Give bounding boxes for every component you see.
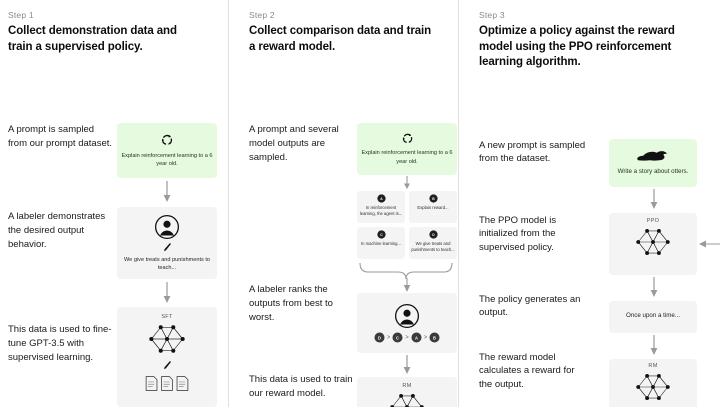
rank-separator: >: [386, 334, 391, 341]
step-1-sft-box[interactable]: SFT: [117, 307, 217, 407]
step-1-labeler-text: We give treats and punishments to teach.…: [123, 256, 211, 272]
step-3-caption-4: The reward model calculates a reward for…: [479, 351, 575, 391]
rank-badge-3: A: [411, 332, 422, 343]
output-card-d-text: We give treats and punishments to teach.…: [411, 241, 455, 252]
badge-a-letter: A: [380, 197, 383, 201]
step-1-sft-label: SFT: [161, 314, 173, 321]
step-1-prompt-box[interactable]: Explain reinforcement learning to a 6 ye…: [117, 123, 217, 179]
output-card-c[interactable]: C In machine learning...: [357, 227, 405, 260]
output-card-b[interactable]: B Explain reward...: [409, 191, 457, 224]
badge-b-letter: B: [432, 197, 435, 201]
step-3-rm-label: RM: [648, 362, 658, 369]
step-3-column: Step 3 Optimize a policy against the rew…: [458, 0, 720, 407]
step-1-title: Collect demonstration data and train a s…: [8, 25, 177, 53]
step-2-caption-2: A labeler ranks the outputs from best to…: [249, 284, 333, 323]
output-card-b-text: Explain reward...: [417, 205, 449, 211]
step-3-output-text: Once upon a time...: [626, 312, 680, 320]
rank-badge-3-letter: A: [415, 335, 418, 340]
step-2-label: Step 2: [249, 10, 275, 20]
rank-badge-1: D: [374, 332, 385, 343]
neural-network-icon: [145, 321, 189, 357]
neural-network-icon: [632, 225, 674, 259]
step-3-arrow-3: [649, 334, 659, 357]
otter-icon: [635, 149, 671, 164]
badge-c-icon: C: [376, 230, 386, 239]
rank-badge-2: C: [392, 332, 403, 343]
pencil-icon: [162, 360, 172, 371]
step-2-title: Collect comparison data and train a rewa…: [249, 25, 432, 53]
step-2-rm-label: RM: [402, 383, 412, 390]
neural-network-icon: [632, 370, 674, 404]
step-2-labeler-ranking-box[interactable]: D > C > A >: [357, 293, 457, 354]
output-card-d[interactable]: D We give treats and punishments to teac…: [409, 227, 457, 260]
badge-b-icon: B: [428, 194, 438, 203]
step-2-prompt-text: Explain reinforcement learning to a 6 ye…: [361, 150, 453, 165]
output-card-c-text: In machine learning...: [360, 241, 402, 247]
recycle-icon: [160, 133, 174, 147]
step-2-arrow-2: [402, 355, 412, 375]
documents-icon: [144, 375, 190, 392]
rank-badge-1-letter: D: [378, 335, 381, 340]
step-3-reward-model-box[interactable]: RM: [609, 358, 697, 407]
badge-a-icon: A: [376, 194, 386, 203]
rank-badge-4-letter: B: [433, 335, 436, 340]
step-1-arrow-2: [162, 282, 172, 305]
step-3-ppo-box[interactable]: PPO: [609, 212, 697, 275]
step-2-reward-model-box[interactable]: RM: [357, 377, 457, 407]
rank-separator: >: [423, 334, 428, 341]
step-3-output-box[interactable]: Once upon a time...: [609, 300, 697, 333]
labeler-person-icon: [154, 214, 180, 240]
step-2-caption-1: A prompt and several model outputs are s…: [249, 124, 339, 163]
step-1-arrow-1: [162, 181, 172, 204]
rank-badge-4: B: [429, 332, 440, 343]
step-3-caption-1: A new prompt is sampled from the dataset…: [479, 139, 586, 165]
badge-d-icon: D: [428, 230, 438, 239]
step-2-output-cards: A In reinforcement learning, the agent i…: [357, 191, 457, 260]
badge-d-letter: D: [432, 233, 435, 237]
rank-separator: >: [405, 334, 409, 341]
step-1-column: Step 1 Collect demonstration data and tr…: [0, 0, 228, 407]
step-3-arrow-1: [649, 188, 659, 211]
step-3-title: Optimize a policy against the reward mod…: [479, 25, 675, 69]
labeler-person-icon: [394, 303, 420, 329]
step-3-feedback-loop-arrow: [693, 236, 720, 407]
step-1-labeler-box[interactable]: We give treats and punishments to teach.…: [117, 207, 217, 280]
step-1-caption-2: A labeler demonstrates the desired outpu…: [8, 211, 106, 250]
step-3-arrow-2: [649, 276, 659, 299]
output-card-a-text: In reinforcement learning, the agent is.…: [359, 205, 403, 216]
badge-c-letter: C: [380, 233, 383, 237]
step-1-caption-3: This data is used to fine-tune GPT-3.5 w…: [8, 324, 112, 363]
step-3-caption-3: The policy generates an output.: [479, 293, 581, 319]
output-card-a[interactable]: A In reinforcement learning, the agent i…: [357, 191, 405, 224]
step-3-label: Step 3: [479, 10, 505, 20]
step-1-prompt-text: Explain reinforcement learning to a 6 ye…: [121, 152, 213, 168]
step-2-ranking-row: D > C > A >: [374, 332, 441, 343]
step-2-prompt-box[interactable]: Explain reinforcement learning to a 6 ye…: [357, 123, 457, 176]
step-1-caption-1: A prompt is sampled from our prompt data…: [8, 124, 113, 149]
neural-network-icon: [386, 390, 428, 407]
recycle-icon: [401, 132, 414, 145]
pencil-icon: [162, 242, 172, 253]
step-3-prompt-text: Write a story about otters.: [617, 167, 689, 175]
step-2-brace: [357, 261, 457, 293]
step-1-label: Step 1: [8, 10, 34, 20]
step-2-column: Step 2 Collect comparison data and train…: [228, 0, 458, 407]
step-3-caption-2: The PPO model is initialized from the su…: [479, 214, 557, 254]
step-3-ppo-label: PPO: [646, 217, 660, 224]
step-3-prompt-box[interactable]: Write a story about otters.: [609, 138, 697, 187]
step-2-caption-3: This data is used to train our reward mo…: [249, 374, 353, 399]
step-2-arrow-1: [402, 176, 412, 190]
rank-badge-2-letter: C: [396, 335, 399, 340]
